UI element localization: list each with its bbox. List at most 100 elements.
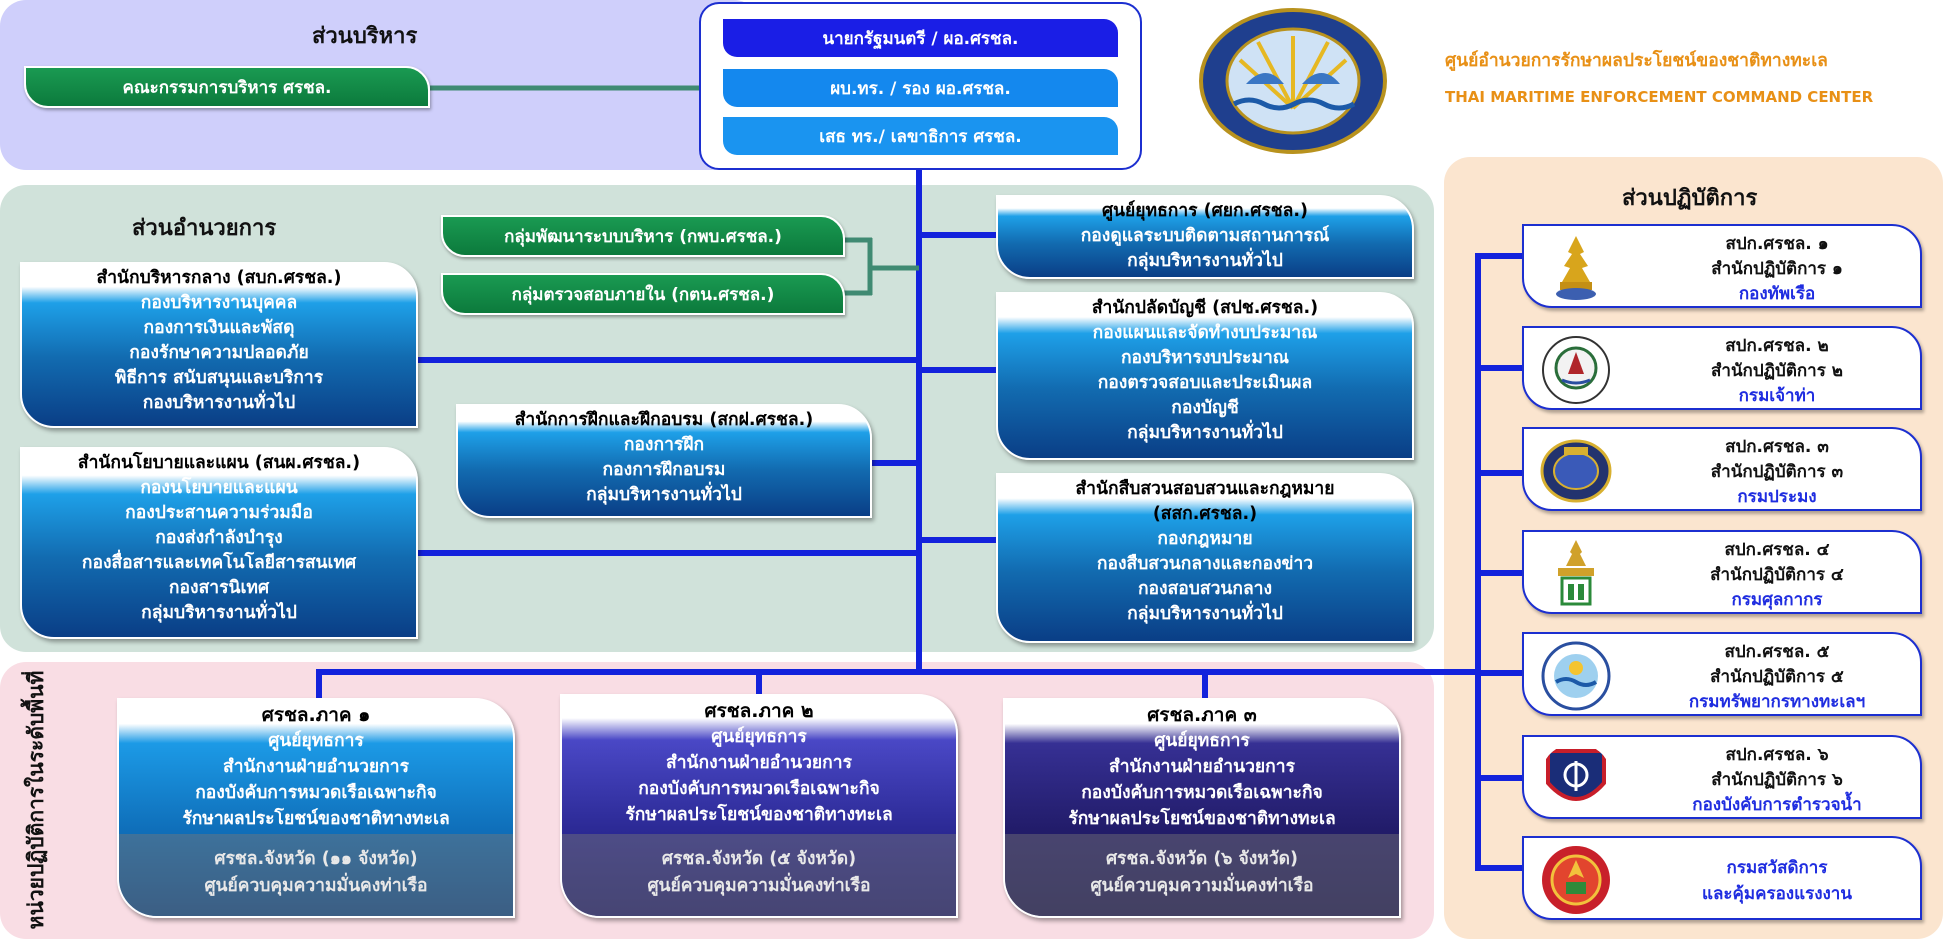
region-item: ศูนย์ยุทธการ <box>268 731 364 751</box>
strategy-center-box: ศูนย์ยุทธการ (ศยก.ศรชล.) กองดูแลระบบติดต… <box>996 195 1414 279</box>
office-item: กองตรวจสอบและประเมินผล <box>1097 373 1313 393</box>
office-item: กองการฝึก <box>623 435 705 455</box>
header-title-thai: ศูนย์อำนวยการรักษาผลประโยชน์ของชาติทางทะ… <box>1445 51 1828 71</box>
office-title: ศูนย์ยุทธการ (ศยก.ศรชล.) <box>1101 201 1309 221</box>
marine-police-emblem-icon <box>1546 749 1606 801</box>
region-port-security: ศูนย์ควบคุมความมั่นคงท่าเรือ <box>1090 876 1314 896</box>
office-item: กองบริหารงานทั่วไป <box>142 393 296 413</box>
region-title: ศรชล.ภาค ๓ <box>1147 704 1257 726</box>
marine-coastal-resources-emblem-icon <box>1541 641 1611 711</box>
office-title-abbrev: (สสก.ศรชล.) <box>1152 504 1258 524</box>
leader-row-3: เสธ ทร./ เลขาธิการ ศรชล. <box>723 117 1118 155</box>
office-item: กองสอบสวนกลาง <box>1137 579 1273 599</box>
region-item: ศูนย์ยุทธการ <box>711 727 807 747</box>
office-item: กองประสานความร่วมมือ <box>125 503 313 523</box>
region-item: กองบังคับการหมวดเรือเฉพาะกิจ <box>195 783 437 803</box>
region-item: รักษาผลประโยชน์ของชาติทางทะเล <box>625 805 893 825</box>
unit-agency: กรมศุลกากร <box>1731 590 1823 610</box>
unit-office: สำนักปฏิบัติการ ๖ <box>1711 770 1843 790</box>
unit-office: สำนักปฏิบัติการ ๕ <box>1710 667 1844 687</box>
region-lower-band: ศรชล.จังหวัด (๕ จังหวัด) ศูนย์ควบคุมความ… <box>562 834 956 916</box>
office-item: กองการฝึกอบรม <box>602 460 726 480</box>
operations-unit-6-card: สปก.ศรชล. ๖ สำนักปฏิบัติการ ๖ กองบังคับก… <box>1522 735 1922 819</box>
customs-department-emblem-icon <box>1558 540 1594 606</box>
training-office-box: สำนักการฝึกและฝึกอบรม (สกฝ.ศรชล.) กองการ… <box>456 404 872 518</box>
region-province-centers: ศรชล.จังหวัด (๖ จังหวัด) <box>1105 849 1299 869</box>
unit-agency: กรมทรัพยากรทางทะเลฯ <box>1688 692 1866 712</box>
office-title: สำนักสืบสวนสอบสวนและกฎหมาย <box>1075 479 1335 499</box>
unit-code: สปก.ศรชล. ๒ <box>1725 336 1829 356</box>
unit-agency: กองบังคับการตำรวจน้ำ <box>1692 795 1862 815</box>
fisheries-department-emblem-icon <box>1540 439 1612 503</box>
admin-development-group-box: กลุ่มพัฒนาระบบบริหาร (กพบ.ศรชล.) <box>441 215 845 257</box>
office-item: กองส่งกำลังบำรุง <box>155 528 283 548</box>
marine-department-emblem-icon <box>1542 336 1610 404</box>
unit-office: สำนักปฏิบัติการ ๒ <box>1711 361 1843 381</box>
office-item: พิธีการ สนับสนุนและบริการ <box>114 368 324 388</box>
welfare-name-line2: และคุ้มครองแรงงาน <box>1702 884 1852 904</box>
region-2-box: ศรชล.ภาค ๒ ศูนย์ยุทธการ สำนักงานฝ่ายอำนว… <box>560 694 958 918</box>
operations-unit-1-card: สปก.ศรชล. ๑ สำนักปฏิบัติการ ๑ กองทัพเรือ <box>1522 224 1922 308</box>
office-item: กองแผนและจัดทำงบประมาณ <box>1092 323 1318 343</box>
office-item: กองนโยบายและแผน <box>140 478 298 498</box>
thai-mecc-emblem-icon <box>1199 8 1387 154</box>
region-lower-band: ศรชล.จังหวัด (๖ จังหวัด) ศูนย์ควบคุมความ… <box>1005 834 1399 916</box>
labour-welfare-card: กรมสวัสดิการ และคุ้มครองแรงงาน <box>1522 836 1922 920</box>
region-item: สำนักงานฝ่ายอำนวยการ <box>666 753 852 773</box>
region-3-box: ศรชล.ภาค ๓ ศูนย์ยุทธการ สำนักงานฝ่ายอำนว… <box>1003 698 1401 918</box>
unit-code: สปก.ศรชล. ๔ <box>1724 540 1830 560</box>
office-item: กองสื่อสารและเทคโนโลยีสารสนเทศ <box>81 553 357 573</box>
office-item: กองรักษาความปลอดภัย <box>129 343 309 363</box>
region-port-security: ศูนย์ควบคุมความมั่นคงท่าเรือ <box>647 876 871 896</box>
office-item: กองบริหารงบประมาณ <box>1120 348 1290 368</box>
office-item: กลุ่มบริหารงานทั่วไป <box>1127 423 1283 443</box>
office-item: กลุ่มบริหารงานทั่วไป <box>1127 604 1283 624</box>
royal-navy-emblem-icon <box>1556 236 1596 300</box>
operations-unit-5-card: สปก.ศรชล. ๕ สำนักปฏิบัติการ ๕ กรมทรัพยาก… <box>1522 632 1922 716</box>
office-item: กองการเงินและพัสดุ <box>143 318 295 338</box>
executive-committee-box: คณะกรรมการบริหาร ศรชล. <box>24 66 430 108</box>
unit-agency: กรมเจ้าท่า <box>1738 386 1816 406</box>
unit-code: สปก.ศรชล. ๖ <box>1725 745 1829 765</box>
support-section-title: ส่วนอำนวยการ <box>132 216 277 241</box>
central-administration-office-box: สำนักบริหารกลาง (สบก.ศรชล.) กองบริหารงาน… <box>20 262 418 428</box>
office-item: กองบริหารงานบุคคล <box>140 293 298 313</box>
internal-audit-group-box: กลุ่มตรวจสอบภายใน (กตน.ศรชล.) <box>441 273 845 315</box>
office-title: สำนักปลัดบัญชี (สปช.ศรชล.) <box>1091 298 1319 318</box>
leader-row-1: นายกรัฐมนตรี / ผอ.ศรชล. <box>723 19 1118 57</box>
investigation-legal-office-box: สำนักสืบสวนสอบสวนและกฎหมาย (สสก.ศรชล.) ก… <box>996 473 1414 643</box>
office-item: กองสืบสวนกลางและกองข่าว <box>1096 554 1314 574</box>
policy-planning-office-box: สำนักนโยบายและแผน (สนผ.ศรชล.) กองนโยบายแ… <box>20 447 418 639</box>
header-title-english: THAI MARITIME ENFORCEMENT COMMAND CENTER <box>1445 88 1874 106</box>
region-item: กองบังคับการหมวดเรือเฉพาะกิจ <box>638 779 880 799</box>
region-lower-band: ศรชล.จังหวัด (๑๑ จังหวัด) ศูนย์ควบคุมควา… <box>119 834 513 916</box>
office-item: กองบัญชี <box>1171 398 1239 418</box>
operations-section-title: ส่วนปฏิบัติการ <box>1622 186 1758 211</box>
leadership-box: นายกรัฐมนตรี / ผอ.ศรชล. ผบ.ทร. / รอง ผอ.… <box>699 2 1142 170</box>
office-item: กองดูแลระบบติดตามสถานการณ์ <box>1080 226 1330 246</box>
region-province-centers: ศรชล.จังหวัด (๕ จังหวัด) <box>661 849 857 869</box>
accounting-office-box: สำนักปลัดบัญชี (สปช.ศรชล.) กองแผนและจัดท… <box>996 292 1414 460</box>
region-province-centers: ศรชล.จังหวัด (๑๑ จังหวัด) <box>214 849 418 869</box>
labour-welfare-emblem-icon <box>1542 846 1610 914</box>
region-item: สำนักงานฝ่ายอำนวยการ <box>1109 757 1295 777</box>
admin-section-title: ส่วนบริหาร <box>312 24 418 49</box>
unit-code: สปก.ศรชล. ๕ <box>1724 642 1830 662</box>
region-item: รักษาผลประโยชน์ของชาติทางทะเล <box>1068 809 1336 829</box>
operations-unit-2-card: สปก.ศรชล. ๒ สำนักปฏิบัติการ ๒ กรมเจ้าท่า <box>1522 326 1922 410</box>
region-item: กองบังคับการหมวดเรือเฉพาะกิจ <box>1081 783 1323 803</box>
welfare-name-line1: กรมสวัสดิการ <box>1726 858 1828 878</box>
unit-office: สำนักปฏิบัติการ ๔ <box>1710 565 1844 585</box>
leader-row-2: ผบ.ทร. / รอง ผอ.ศรชล. <box>723 69 1118 107</box>
operations-unit-3-card: สปก.ศรชล. ๓ สำนักปฏิบัติการ ๓ กรมประมง <box>1522 427 1922 511</box>
office-item: กลุ่มบริหารงานทั่วไป <box>586 485 742 505</box>
region-1-box: ศรชล.ภาค ๑ ศูนย์ยุทธการ สำนักงานฝ่ายอำนว… <box>117 698 515 918</box>
unit-agency: กองทัพเรือ <box>1738 284 1816 304</box>
office-item: กองสารนิเทศ <box>168 578 270 598</box>
office-title: สำนักบริหารกลาง (สบก.ศรชล.) <box>96 268 342 288</box>
unit-agency: กรมประมง <box>1737 487 1817 507</box>
office-item: กองกฎหมาย <box>1157 529 1253 549</box>
region-item: สำนักงานฝ่ายอำนวยการ <box>223 757 409 777</box>
unit-office: สำนักปฏิบัติการ ๓ <box>1710 462 1844 482</box>
unit-code: สปก.ศรชล. ๓ <box>1725 437 1829 457</box>
